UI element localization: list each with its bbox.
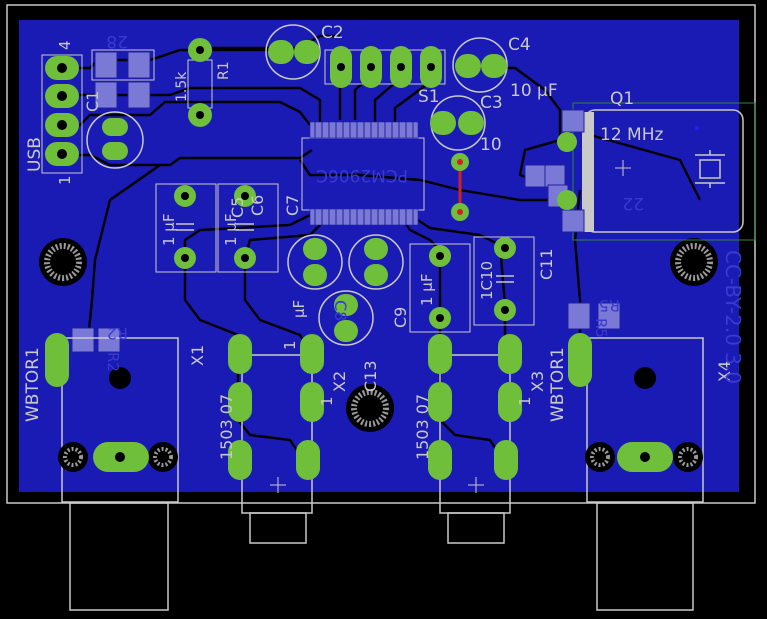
- label-r5b: R5: [592, 318, 610, 338]
- label-c2: C2: [321, 23, 344, 43]
- label-one-a: 1: [281, 340, 299, 350]
- capacitor-c2: [265, 24, 321, 80]
- label-j1: 1503 07: [217, 394, 236, 460]
- capacitor-c6: [217, 183, 279, 273]
- label-usb-1: 1: [56, 175, 74, 185]
- label-uf-c4: 10 μF: [510, 81, 558, 101]
- label-uf-2: 1 μF: [222, 214, 240, 246]
- capacitor-c10: [473, 236, 535, 326]
- label-c4: C4: [508, 35, 531, 55]
- label-uf-c13: μF: [290, 300, 308, 318]
- label-r1-val: 1.5k: [174, 71, 190, 102]
- label-r5: R5: [599, 296, 620, 315]
- label-uf-c3: 10: [480, 135, 502, 155]
- label-xtal: 12 MHz: [600, 125, 663, 145]
- capacitor-c9: [409, 243, 471, 333]
- label-c8: C8: [331, 300, 350, 321]
- label-c3: C3: [480, 93, 503, 113]
- label-r2b: R2: [104, 352, 122, 372]
- jack-x3: [428, 334, 522, 544]
- capacitor-c8: [348, 234, 404, 290]
- capacitor-c13: [318, 290, 374, 346]
- label-c7: C7: [283, 195, 302, 216]
- label-j2: 1503 07: [413, 394, 432, 460]
- jumper-red: [451, 153, 469, 221]
- label-revision: CC-BY-2.0 3.0: [721, 250, 745, 384]
- silkscreen-labels: C2 C4 C3 S1 Q1 10 μF 10 12 MHz 22 28 PCM…: [23, 23, 745, 460]
- label-x3: X3: [528, 371, 547, 392]
- label-c11: C11: [537, 248, 556, 280]
- label-wbtor1-right: WBTOR1: [548, 347, 568, 422]
- resistor-r2: [71, 327, 121, 353]
- label-ic: PCM2906C: [316, 165, 408, 185]
- crystal-q1: [524, 102, 756, 241]
- label-wbtor1-left: WBTOR1: [23, 347, 43, 422]
- label-one-b: 1: [318, 396, 336, 406]
- header-top: [324, 46, 446, 88]
- mounting-holes: [39, 238, 718, 432]
- capacitor-c7: [287, 234, 343, 290]
- resistor-r1: [187, 38, 213, 127]
- label-x4: X4: [715, 361, 734, 382]
- smd-outline-28: [91, 49, 155, 81]
- label-uf-1: 1 μF: [160, 214, 178, 246]
- jack-wbtor1-left: [45, 333, 179, 611]
- capacitor-c5: [155, 183, 217, 273]
- jack-x2: [228, 334, 324, 544]
- board-outline: [6, 4, 756, 504]
- label-c10: 1C10: [478, 261, 496, 300]
- label-uf-c9: 1 μF: [418, 274, 436, 306]
- label-c1: C1: [83, 91, 102, 112]
- label-x2: X2: [330, 371, 349, 392]
- jack-wbtor1-right: [568, 333, 704, 611]
- capacitor-c1: [86, 111, 144, 169]
- label-x1: X1: [188, 345, 207, 366]
- label-c6: C6: [248, 195, 267, 216]
- label-c13: C13: [361, 360, 380, 392]
- label-q1: Q1: [610, 89, 634, 109]
- label-usb: USB: [25, 137, 45, 172]
- label-22: 22: [622, 193, 644, 213]
- label-one-c: 1: [516, 396, 534, 406]
- smd-parts-usb: [94, 51, 151, 109]
- label-c9: C9: [391, 307, 410, 328]
- ic-pcm2906c: [301, 121, 425, 226]
- label-r1: R1: [216, 61, 232, 80]
- usb-connector: [41, 54, 83, 174]
- label-28: 28: [106, 31, 128, 51]
- label-r2: R2: [107, 324, 128, 343]
- label-c5: C5: [228, 197, 247, 218]
- label-s1: S1: [418, 87, 440, 107]
- resistor-r5: [567, 302, 621, 330]
- label-usb-4: 4: [56, 40, 74, 50]
- capacitor-c4: [452, 37, 508, 93]
- capacitor-c3: [430, 95, 486, 151]
